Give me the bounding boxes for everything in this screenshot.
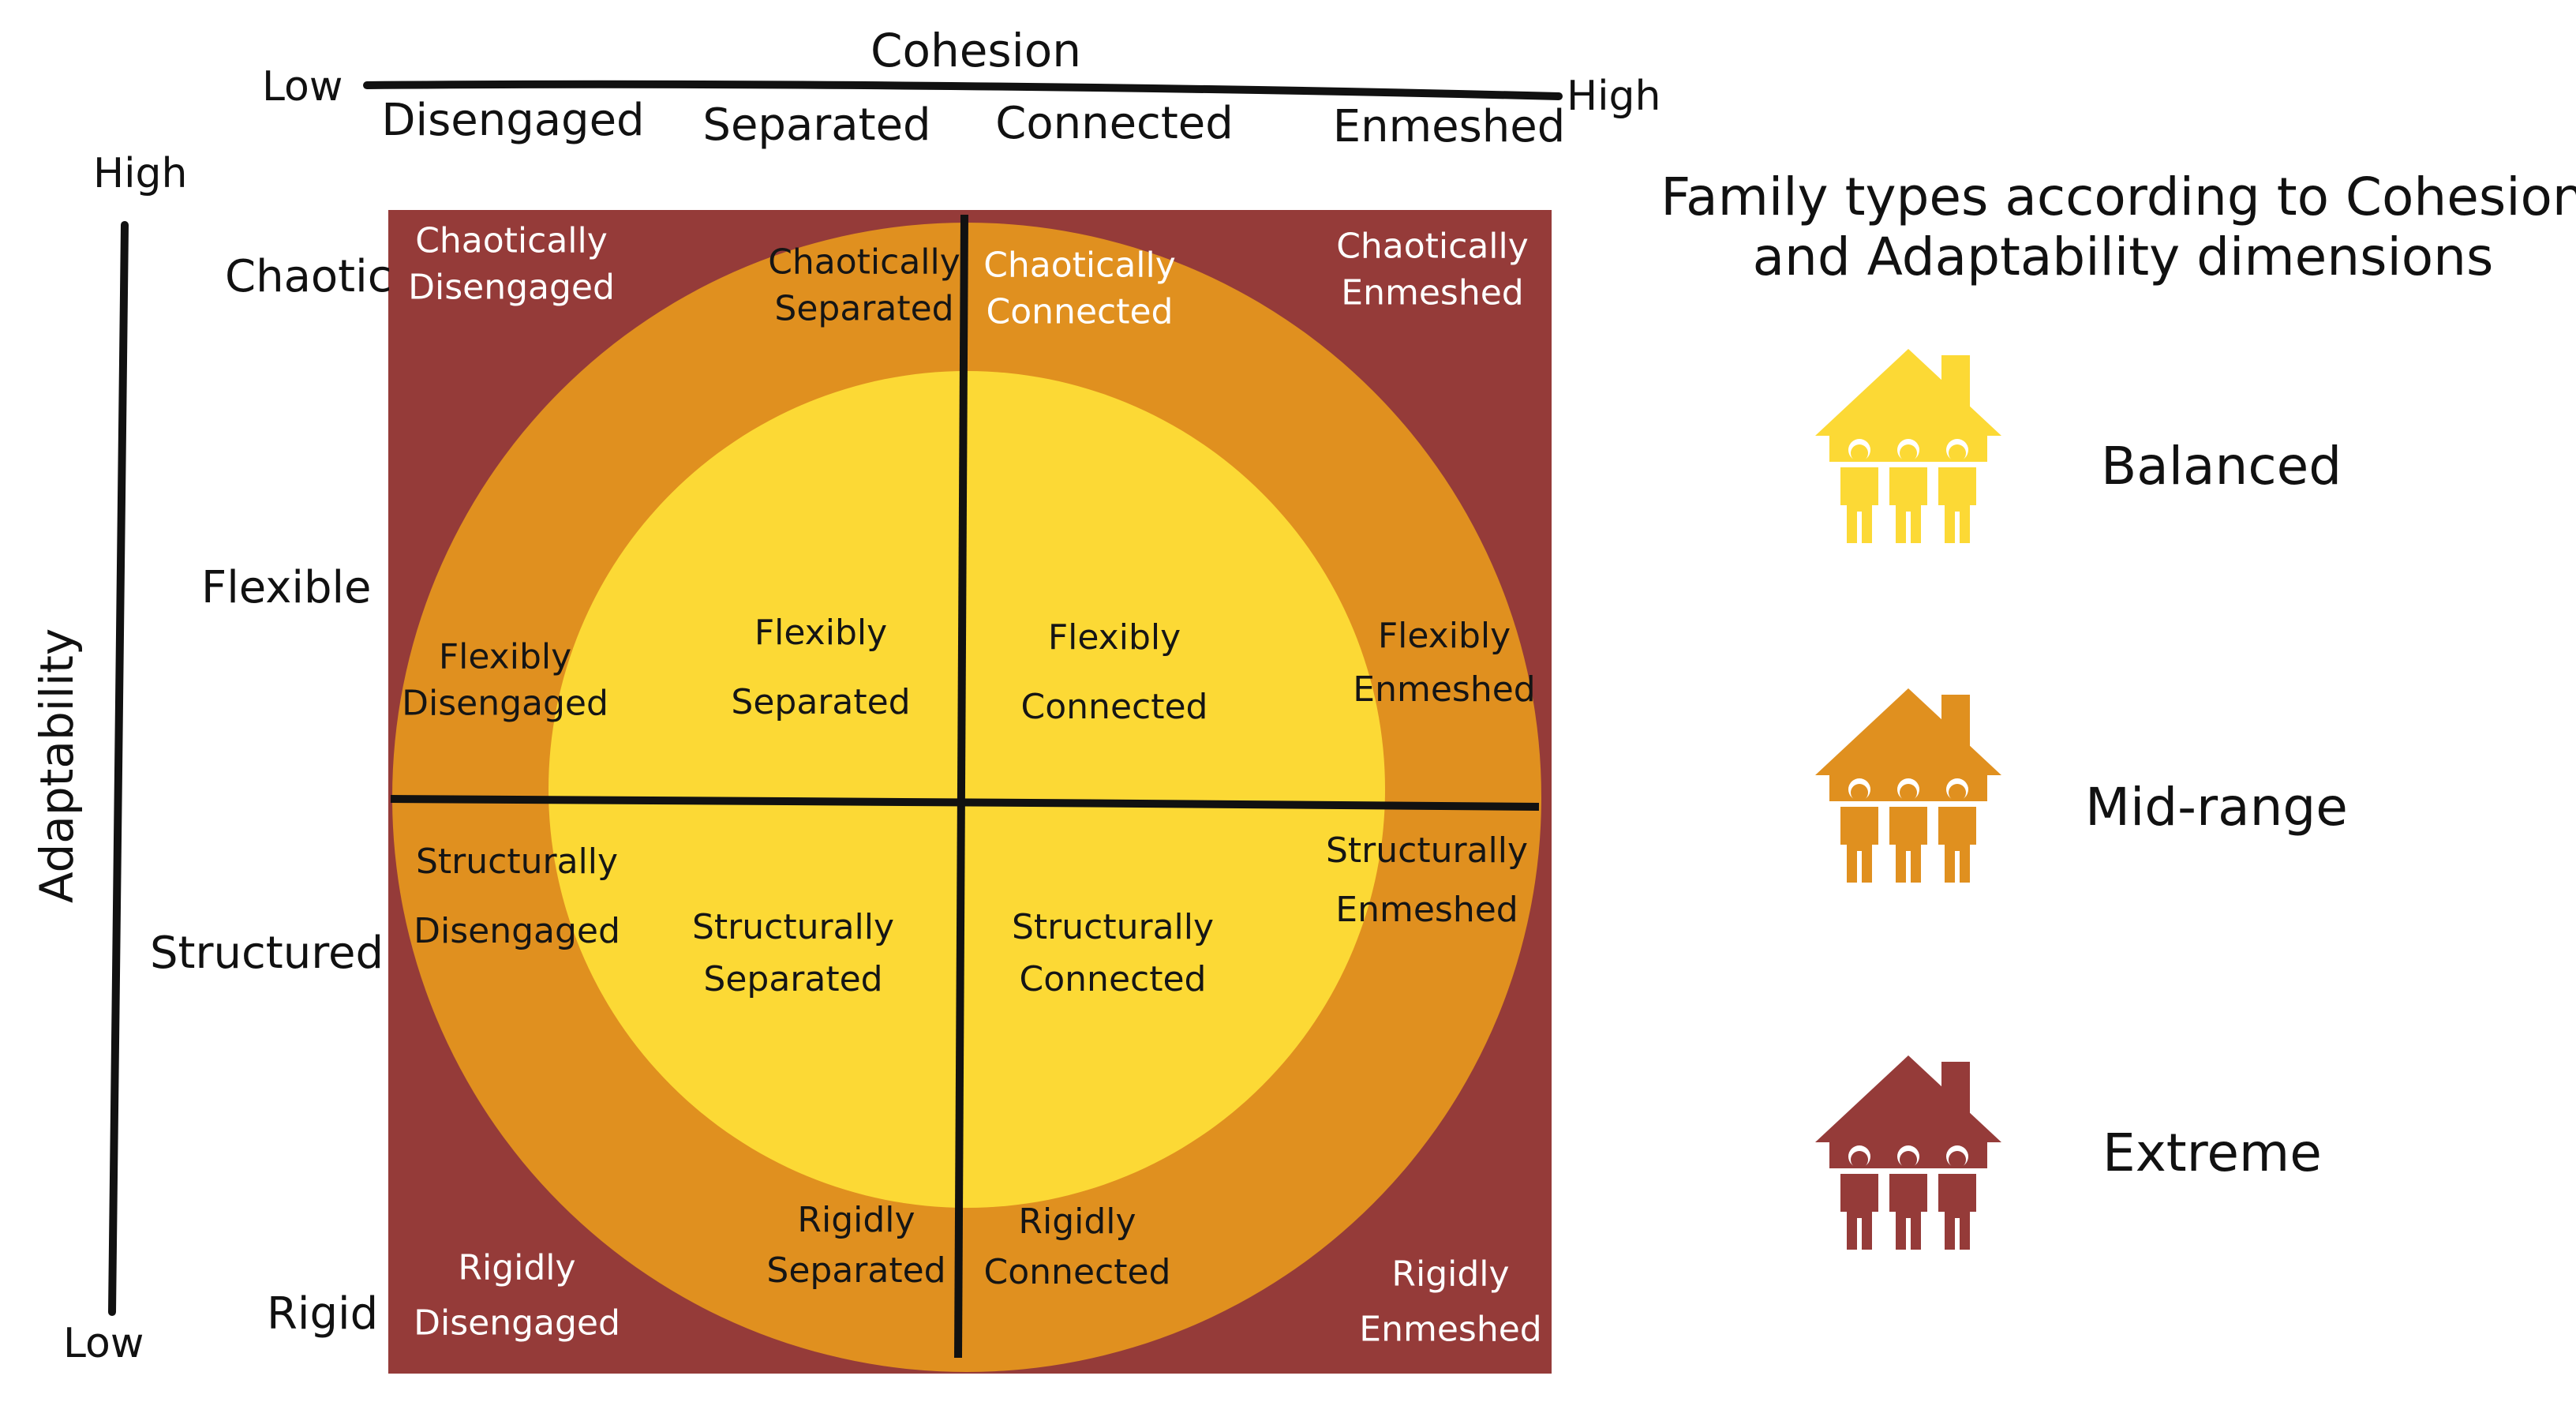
- cell-rigidly-enmeshed: Rigidly Enmeshed: [1359, 1247, 1541, 1359]
- cell-structurally-enmeshed: Structurally Enmeshed: [1326, 822, 1528, 940]
- cell-structurally-connected: Structurally Connected: [1012, 902, 1214, 1006]
- cell-line: Enmeshed: [1335, 890, 1518, 930]
- cohesion-axis-line: [363, 80, 1563, 100]
- cell-line: Flexibly: [1047, 617, 1181, 658]
- cell-line: Separated: [766, 1250, 946, 1291]
- cell-line: Chaotically: [415, 220, 608, 261]
- cell-line: Rigidly: [797, 1200, 915, 1241]
- cohesion-level-connected: Connected: [995, 98, 1234, 149]
- cell-line: Rigidly: [1018, 1201, 1136, 1243]
- legend-title-line: and Adaptability dimensions: [1752, 226, 2494, 287]
- cell-rigidly-disengaged: Rigidly Disengaged: [414, 1241, 620, 1352]
- adaptability-level-flexible: Flexible: [201, 562, 372, 613]
- house-family-icon: [1815, 349, 2001, 543]
- cell-line: Enmeshed: [1353, 669, 1536, 710]
- cell-line: Structurally: [1011, 907, 1215, 947]
- cell-line: Structurally: [691, 907, 895, 947]
- adaptability-axis-line: [108, 221, 129, 1316]
- cell-line: Separated: [703, 959, 883, 999]
- cell-line: Separated: [774, 289, 954, 329]
- balanced-region: [549, 371, 1385, 1208]
- cell-chaotically-connected: Chaotically Connected: [983, 242, 1176, 336]
- adaptability-low-label: Low: [63, 1320, 144, 1367]
- cell-flexibly-enmeshed: Flexibly Enmeshed: [1353, 609, 1535, 717]
- cell-line: Disengaged: [408, 268, 615, 308]
- cell-line: Connected: [983, 1252, 1171, 1292]
- legend-label-balanced: Balanced: [2101, 436, 2342, 497]
- legend-label-mid-range: Mid-range: [2085, 777, 2348, 838]
- cell-chaotically-enmeshed: Chaotically Enmeshed: [1336, 223, 1529, 317]
- cohesion-level-enmeshed: Enmeshed: [1332, 101, 1566, 152]
- vertical-divider: [954, 214, 968, 1359]
- cell-line: Structurally: [1325, 830, 1529, 872]
- cell-line: Separated: [731, 682, 911, 722]
- house-family-icon: [1815, 688, 2001, 883]
- cell-line: Rigidly: [1391, 1254, 1510, 1295]
- cell-structurally-separated: Structurally Separated: [692, 902, 894, 1006]
- cohesion-level-separated: Separated: [702, 99, 931, 151]
- cell-flexibly-disengaged: Flexibly Disengaged: [402, 634, 608, 728]
- cell-line: Structurally: [415, 842, 619, 882]
- cell-line: Chaotically: [1336, 226, 1529, 267]
- horizontal-divider: [390, 795, 1540, 811]
- cell-line: Flexibly: [754, 613, 888, 653]
- cell-line: Chaotically: [983, 245, 1176, 286]
- cell-structurally-disengaged: Structurally Disengaged: [414, 827, 620, 966]
- cell-rigidly-connected: Rigidly Connected: [984, 1197, 1171, 1298]
- cell-rigidly-separated: Rigidly Separated: [766, 1195, 945, 1296]
- cohesion-level-disengaged: Disengaged: [381, 95, 645, 146]
- cohesion-low-label: Low: [262, 63, 343, 111]
- house-family-icon: [1815, 1055, 2001, 1250]
- adaptability-level-chaotic: Chaotic: [225, 251, 392, 302]
- adaptability-axis-title: Adaptability: [30, 628, 84, 904]
- cell-line: Disengaged: [402, 684, 608, 724]
- cell-line: Enmeshed: [1341, 273, 1524, 313]
- cell-line: Disengaged: [414, 911, 620, 951]
- legend-label-extreme: Extreme: [2102, 1123, 2322, 1183]
- cell-line: Connected: [1019, 959, 1207, 999]
- cell-flexibly-connected: Flexibly Connected: [1021, 603, 1208, 742]
- cell-chaotically-separated: Chaotically Separated: [768, 239, 960, 333]
- cohesion-axis-title: Cohesion: [871, 24, 1082, 77]
- cell-line: Disengaged: [414, 1303, 620, 1344]
- cell-line: Connected: [1020, 687, 1208, 727]
- cell-line: Connected: [986, 292, 1174, 332]
- cell-flexibly-separated: Flexibly Separated: [731, 598, 910, 737]
- cohesion-high-label: High: [1567, 73, 1661, 120]
- cell-chaotically-disengaged: Chaotically Disengaged: [408, 218, 615, 312]
- cell-line: Chaotically: [768, 242, 960, 283]
- cell-line: Flexibly: [1377, 615, 1511, 656]
- cell-line: Flexibly: [438, 636, 572, 677]
- legend-title-line: Family types according to Cohesion: [1661, 167, 2576, 227]
- cell-line: Rigidly: [458, 1247, 576, 1288]
- legend-title: Family types according to Cohesion and A…: [1661, 167, 2576, 287]
- adaptability-level-structured: Structured: [150, 928, 384, 979]
- cell-line: Enmeshed: [1359, 1310, 1542, 1350]
- adaptability-level-rigid: Rigid: [267, 1288, 379, 1340]
- adaptability-high-label: High: [93, 150, 188, 197]
